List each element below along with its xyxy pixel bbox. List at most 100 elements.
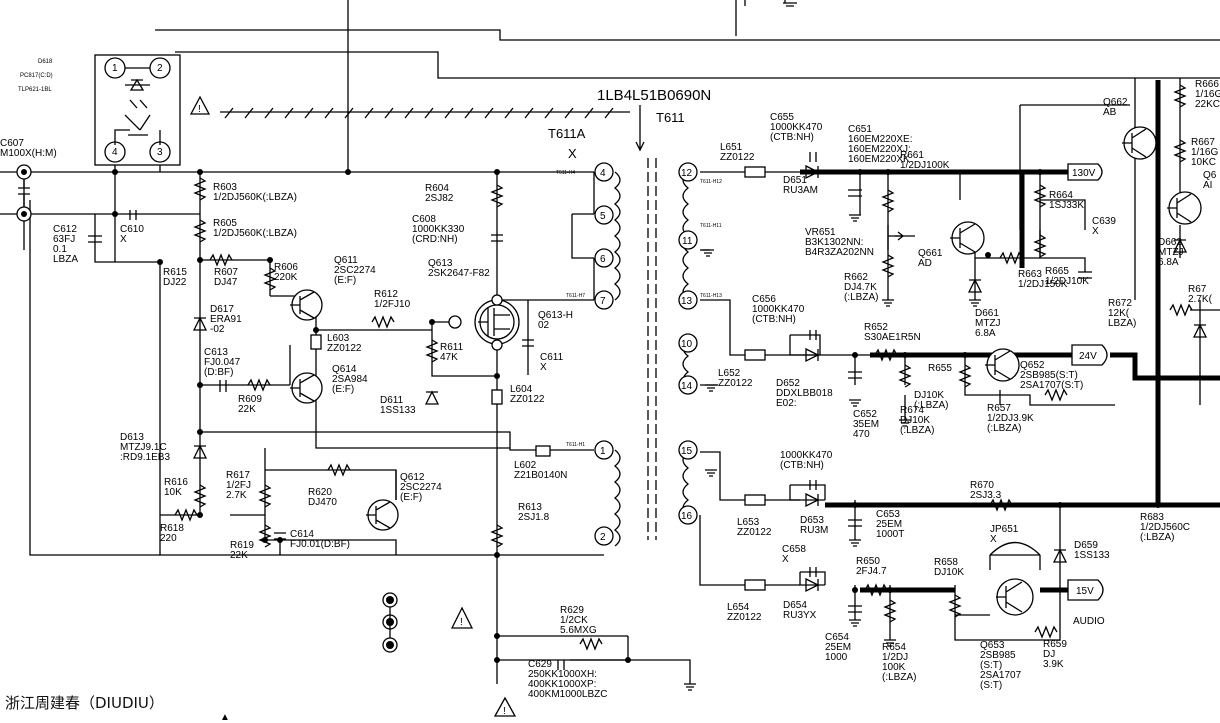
- svg-text:!: !: [198, 104, 201, 115]
- label-line: C629: [528, 659, 552, 670]
- label-line: 6.8A: [975, 328, 996, 339]
- label-line: 63FJ: [53, 234, 75, 245]
- label-line: Q653: [980, 640, 1005, 651]
- label-line: D654: [783, 600, 807, 611]
- label-line: RU3YX: [783, 610, 817, 621]
- label-line: 470: [853, 429, 870, 440]
- label-line: 1000: [825, 652, 848, 663]
- label-line: (CTB:NH): [770, 132, 814, 143]
- label-line: (:LBZA): [914, 400, 948, 411]
- label-line: R617: [226, 470, 250, 481]
- label-line: MTZJ9.1C: [120, 442, 167, 453]
- label-line: R615: [163, 267, 187, 278]
- label-line: Q614: [332, 364, 357, 375]
- label-line: X: [540, 362, 547, 373]
- opto-part2: TLP621-1BL: [18, 87, 52, 93]
- label-line: VR651: [805, 227, 836, 238]
- label-line: 1000KK470: [770, 122, 823, 133]
- label-line: 2SA1707: [980, 670, 1022, 681]
- label-line: C654: [825, 632, 849, 643]
- label-line: R657: [987, 403, 1011, 414]
- label-line: 220: [160, 533, 177, 544]
- label-line: R619: [230, 540, 254, 551]
- label-line: C612: [53, 224, 77, 235]
- opto-pin-1: 1: [112, 63, 118, 74]
- label-line: 1/2DJ100K: [900, 160, 950, 171]
- t611-pin-16: 16: [681, 511, 693, 522]
- label-line: ZZ0122: [718, 378, 753, 389]
- label-line: LBZA: [53, 254, 78, 265]
- label-line: R607: [214, 267, 238, 278]
- warning-triangle-icon: !: [189, 95, 211, 115]
- label-line: (:LBZA): [1140, 532, 1174, 543]
- label-line: R665: [1045, 266, 1069, 277]
- label-line: (CRD:NH): [412, 234, 458, 245]
- label-line: (CTB:NH): [780, 460, 824, 471]
- label-line: D662: [1158, 237, 1182, 248]
- stray-mark: ▲: [220, 712, 230, 723]
- transformer-t611: 1LB4L51B0690N T611 T611A X 4 5 6 7 1 2 1…: [548, 87, 722, 547]
- ground-symbols: [684, 2, 981, 691]
- label-line: 1/2DJ560C: [1140, 522, 1190, 533]
- label-line: 1/2FJ: [226, 480, 251, 491]
- label-line: 2SJ1.8: [518, 512, 550, 523]
- label-line: L652: [718, 368, 741, 379]
- label-line: DDXLBB018: [776, 388, 833, 399]
- label-line: DJ470: [308, 497, 337, 508]
- label-line: 1/2DJ560K(:LBZA): [213, 192, 297, 203]
- pin-tag: T611-H1: [566, 442, 585, 448]
- label-line: Q613-H: [538, 310, 573, 321]
- label-line: 1/16G: [1191, 147, 1218, 158]
- label-line: ZZ0122: [727, 612, 762, 623]
- label-line: 400KK1000XP:: [528, 679, 596, 690]
- label-line: ZZ0122: [510, 394, 545, 405]
- optocoupler-d618: 1 2 4 3 D618 PC817(C:D) TLP621-1BL: [18, 54, 181, 166]
- label-line: R650: [856, 556, 880, 567]
- junction-dots: [21, 169, 1161, 663]
- label-line: 1000KK330: [412, 224, 465, 235]
- label-line: Q611: [334, 255, 358, 266]
- warning-icons: ! ! !: [189, 95, 517, 717]
- label-line: (:LBZA): [987, 423, 1021, 434]
- label-line: R616: [164, 477, 188, 488]
- label-line: Q661: [918, 248, 943, 259]
- label-line: R683: [1140, 512, 1164, 523]
- rail-130v: 130V: [1072, 168, 1096, 179]
- watermark: 浙江周建春（DIUDIU）: [5, 694, 164, 712]
- label-line: L651: [720, 142, 743, 153]
- label-line: LBZA): [1108, 318, 1136, 329]
- label-line: 1/2DJ3.9K: [987, 413, 1034, 424]
- label-line: 5.6MXG: [560, 625, 597, 636]
- label-line: D659: [1074, 540, 1098, 551]
- isolation-boundary: [220, 105, 645, 152]
- label-line: 25EM: [825, 642, 851, 653]
- label-line: 0.1: [53, 244, 67, 255]
- label-line: Z21B0140N: [514, 470, 567, 481]
